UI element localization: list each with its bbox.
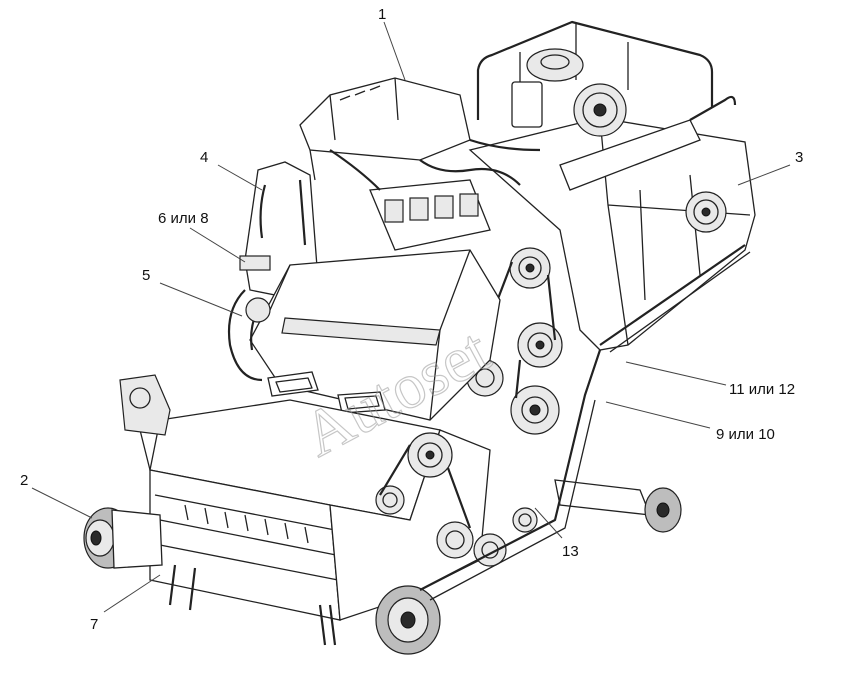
leader-9 [605, 401, 711, 429]
callout-13: 13 [562, 543, 579, 560]
leader-13 [534, 507, 563, 539]
wheel-hubs [83, 349, 682, 655]
leader-7 [103, 574, 161, 613]
callout-5: 5 [142, 267, 150, 284]
callout-6: 6 или 8 [158, 210, 209, 227]
callout-9: 9 или 10 [716, 426, 775, 443]
leader-11 [625, 361, 727, 386]
callout-3: 3 [795, 149, 803, 166]
front-intake [119, 374, 491, 646]
callout-11: 11 или 12 [729, 381, 795, 398]
leader-2 [31, 487, 93, 519]
callouts: 1 2 3 4 5 6 или 8 7 9 или 10 11 или 12 1… [20, 6, 803, 633]
leader-5 [159, 282, 243, 317]
rear-engine-housing [468, 20, 756, 353]
leader-4 [217, 164, 263, 191]
central-body [227, 249, 501, 421]
callout-2: 2 [20, 472, 28, 489]
leader-6 [189, 227, 246, 263]
engine-assembly [299, 48, 737, 435]
callout-1: 1 [378, 6, 386, 23]
callout-7: 7 [90, 616, 98, 633]
leader-1 [383, 21, 406, 81]
callout-4: 4 [200, 149, 208, 166]
leader-3 [737, 164, 791, 186]
